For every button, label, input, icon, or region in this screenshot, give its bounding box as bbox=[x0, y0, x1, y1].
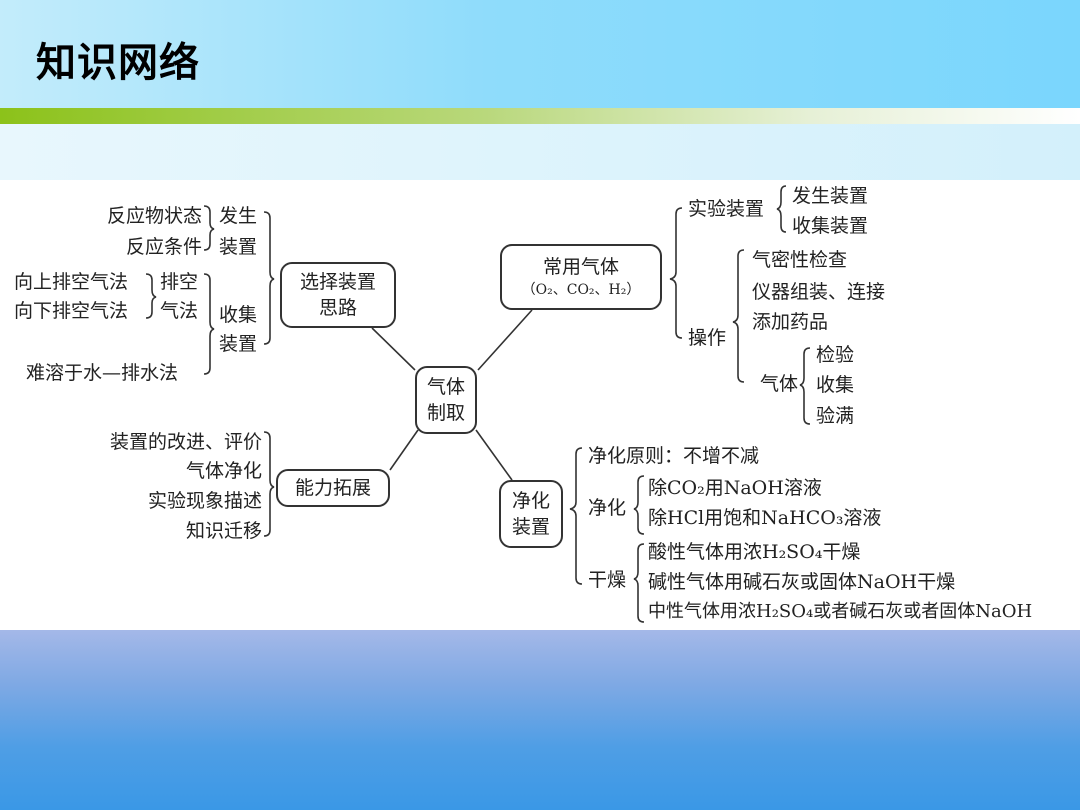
brace-ability bbox=[263, 431, 275, 537]
purify-node: 净化 装置 bbox=[499, 480, 563, 548]
fasheng-label-1: 发生 bbox=[219, 205, 258, 227]
brace-shouji-items bbox=[203, 273, 215, 375]
ability-item-1: 装置的改进、评价 bbox=[109, 431, 262, 453]
brace-choose-main bbox=[263, 211, 275, 345]
brace-paikong-items bbox=[145, 273, 157, 319]
gas-item-2: 收集 bbox=[816, 374, 855, 396]
fasheng-item-2: 反应条件 bbox=[125, 236, 202, 258]
apparatus-label: 实验装置 bbox=[688, 198, 765, 220]
mind-map: 气体 制取 选择装置 思路 反应物状态 反应条件 发生 装置 向上排空气法 向下… bbox=[0, 180, 1080, 630]
operation-label: 操作 bbox=[688, 327, 727, 349]
gas-item-3: 验满 bbox=[816, 405, 855, 427]
gas-label: 气体 bbox=[760, 373, 799, 395]
shouji-label-2: 装置 bbox=[219, 333, 258, 355]
choose-line1: 选择装置 bbox=[299, 271, 376, 293]
gas-item-1: 检验 bbox=[816, 344, 855, 366]
purify-label: 净化 bbox=[588, 497, 627, 519]
brace-common-main bbox=[669, 207, 683, 339]
common-line2: （O₂、CO₂、H₂） bbox=[521, 282, 641, 298]
spoke-common bbox=[477, 309, 533, 371]
purify-principle: 净化原则：不增不减 bbox=[588, 445, 760, 467]
ability-item-2: 气体净化 bbox=[185, 460, 262, 482]
shouji-label-1: 收集 bbox=[219, 304, 258, 326]
connector-lines bbox=[145, 185, 811, 623]
operation-item-3: 添加药品 bbox=[752, 311, 829, 333]
brace-purify-items bbox=[633, 475, 645, 535]
accent-bar bbox=[0, 108, 1080, 124]
spoke-ability bbox=[389, 429, 419, 471]
fasheng-item-1: 反应物状态 bbox=[106, 205, 202, 227]
ability-item-3: 实验现象描述 bbox=[147, 490, 262, 512]
fasheng-label-2: 装置 bbox=[219, 236, 258, 258]
light-band bbox=[0, 124, 1080, 180]
purify-line2: 装置 bbox=[511, 516, 550, 538]
brace-dry-items bbox=[633, 543, 645, 623]
dry-label: 干燥 bbox=[588, 569, 627, 591]
header-band: 知识网络 bbox=[0, 0, 1080, 108]
common-line1: 常用气体 bbox=[542, 256, 619, 278]
dry-item-3: 中性气体用浓H₂SO₄或者碱石灰或者固体NaOH bbox=[648, 601, 1033, 622]
page-title: 知识网络 bbox=[36, 40, 200, 86]
purify-item-1: 除CO₂用NaOH溶液 bbox=[648, 477, 822, 499]
brace-fasheng-items bbox=[203, 205, 215, 251]
center-node: 气体 制取 bbox=[415, 366, 477, 434]
choose-line2: 思路 bbox=[318, 297, 357, 319]
purify-line1: 净化 bbox=[511, 490, 550, 512]
center-line2: 制取 bbox=[426, 402, 465, 424]
brace-apparatus bbox=[776, 185, 787, 233]
paikong-label-1: 排空 bbox=[160, 271, 199, 293]
common-node: 常用气体 （O₂、CO₂、H₂） bbox=[500, 244, 662, 310]
brace-gas bbox=[799, 347, 811, 425]
paikong-item-1: 向上排空气法 bbox=[14, 271, 129, 293]
ability-node: 能力拓展 bbox=[276, 469, 390, 507]
dry-item-1: 酸性气体用浓H₂SO₄干燥 bbox=[648, 541, 861, 563]
operation-item-2: 仪器组装、连接 bbox=[752, 281, 886, 303]
center-line1: 气体 bbox=[426, 376, 465, 398]
brace-purify-main bbox=[569, 447, 583, 585]
apparatus-item-2: 收集装置 bbox=[792, 215, 869, 237]
footer-band bbox=[0, 630, 1080, 810]
spoke-choose bbox=[371, 327, 416, 371]
operation-item-1: 气密性检查 bbox=[752, 249, 848, 271]
water-method: 难溶于水—排水法 bbox=[26, 362, 179, 384]
dry-item-2: 碱性气体用碱石灰或固体NaOH干燥 bbox=[648, 571, 956, 593]
spoke-purify bbox=[475, 429, 513, 481]
ability-label: 能力拓展 bbox=[294, 477, 371, 499]
choose-node: 选择装置 思路 bbox=[280, 262, 396, 328]
purify-item-2: 除HCl用饱和NaHCO₃溶液 bbox=[648, 507, 882, 529]
paikong-label-2: 气法 bbox=[160, 300, 199, 322]
ability-item-4: 知识迁移 bbox=[185, 520, 262, 542]
apparatus-item-1: 发生装置 bbox=[792, 185, 869, 207]
brace-operation bbox=[732, 249, 745, 383]
paikong-item-2: 向下排空气法 bbox=[14, 300, 129, 322]
